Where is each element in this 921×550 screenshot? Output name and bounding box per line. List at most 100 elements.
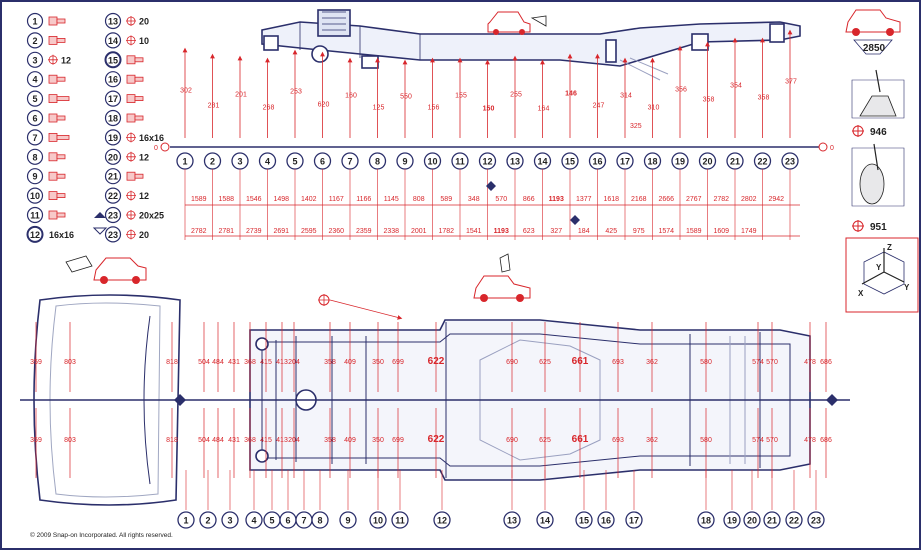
width-dim-label: 570 <box>766 359 778 366</box>
legend-item-8: 8 <box>26 148 66 165</box>
legend-number: 19 <box>108 133 118 143</box>
side-point-number: 7 <box>347 157 352 167</box>
legend-number: 5 <box>32 94 37 104</box>
side-point-number: 11 <box>455 157 465 167</box>
crosshair-lines <box>126 229 136 240</box>
bolt-shank-icon <box>56 193 66 199</box>
bolt-icon <box>48 74 58 84</box>
legend-badge <box>26 206 44 224</box>
legend-badge <box>104 71 122 88</box>
top-point-number: 23 <box>811 516 821 526</box>
dist-row-1-label: 2767 <box>686 196 702 203</box>
width-dim-label: 484 <box>212 437 224 444</box>
top-point-number: 5 <box>269 516 274 526</box>
dist-row-1-label: 1589 <box>191 196 207 203</box>
top-point-number: 10 <box>373 516 383 526</box>
side-point-number: 6 <box>320 157 325 167</box>
datum-right-label: 0 <box>830 145 834 152</box>
bolt-icon <box>48 113 58 123</box>
dist-row-2-label: 1609 <box>713 228 729 235</box>
legend-item-2: 2 <box>26 32 66 49</box>
dist-row-2-label: 2001 <box>411 228 427 235</box>
dist-row-2-label: 327 <box>550 228 562 235</box>
bolt-shank-icon <box>56 18 66 24</box>
triangle-down-icon <box>92 227 108 235</box>
width-dim-label: 625 <box>539 437 551 444</box>
legend-number: 6 <box>32 114 37 124</box>
axis-cube-icon: Z Y X Y <box>845 237 919 313</box>
dist-row-2-label: 2595 <box>301 228 317 235</box>
top-point-badge <box>311 511 329 529</box>
legend-number: 7 <box>32 133 37 143</box>
side-point-number: 21 <box>730 157 740 167</box>
legend-badge <box>104 12 122 30</box>
dist-row-1-label: 1145 <box>384 196 399 203</box>
extra-height-label: 325 <box>630 123 642 130</box>
legend-item-3: 3 12 <box>26 51 71 68</box>
bolt-shank-icon <box>134 96 144 101</box>
side-point-number: 3 <box>237 157 242 167</box>
top-point-badge <box>597 511 615 529</box>
dist-row-1-label: 2666 <box>658 196 674 203</box>
dist-row-1-label: 2782 <box>713 196 729 203</box>
top-point-badge <box>807 511 825 529</box>
legend-badge <box>104 206 122 224</box>
top-point-number: 12 <box>437 516 447 526</box>
top-point-badge <box>391 511 409 529</box>
width-dim-label: 358 <box>324 437 336 444</box>
top-point-badge <box>339 511 357 529</box>
legend-number: 3 <box>32 55 37 65</box>
top-point-number: 2 <box>205 516 210 526</box>
top-point-badge <box>369 511 387 529</box>
width-dim-label: 661 <box>572 356 589 367</box>
side-point-number: 1 <box>182 157 187 167</box>
dist-row-1-label: 589 <box>440 196 452 203</box>
height-dim-label: 255 <box>510 92 522 99</box>
legend-item-10: 10 <box>26 187 66 204</box>
width-dim-label: 204 <box>288 437 300 444</box>
top-point-number: 7 <box>301 516 306 526</box>
top-point-badge <box>625 511 643 529</box>
legend-size: 20 <box>139 230 149 240</box>
dist-row-2-label: 1589 <box>686 228 702 235</box>
crosshair-lines <box>126 151 136 162</box>
datum-marker-icon <box>570 215 580 225</box>
width-dim-label: 415 <box>260 437 272 444</box>
width-dim-label: 409 <box>344 437 356 444</box>
dist-row-1-label: 1193 <box>549 196 564 203</box>
top-point-number: 21 <box>767 516 777 526</box>
axis-z-label: Z <box>887 243 892 252</box>
legend-item-6: 6 <box>26 109 66 127</box>
legend-item-18: 18 <box>104 109 144 127</box>
legend-number: 4 <box>32 75 37 85</box>
width-dim-label: 359 <box>30 359 42 366</box>
height-dim-label: 550 <box>400 94 412 101</box>
width-dim-label: 358 <box>324 359 336 366</box>
dist-row-1-label: 1498 <box>273 196 289 203</box>
top-point-badge <box>433 511 451 529</box>
bolt-icon <box>126 171 136 181</box>
diagonal-crosshair-lines <box>318 294 330 306</box>
bolt-icon <box>126 113 136 123</box>
bolt-icon <box>48 94 58 103</box>
width-dim-label: 580 <box>700 359 712 366</box>
legend-number: 10 <box>30 191 40 201</box>
dist-row-1-label: 570 <box>495 196 507 203</box>
legend-size: 12 <box>61 55 71 65</box>
legend-badge <box>26 148 44 165</box>
top-point-badge <box>723 511 741 529</box>
top-point-badge <box>575 511 593 529</box>
legend-size: 20x25 <box>139 211 164 221</box>
side-point-number: 23 <box>785 157 795 167</box>
width-dim-label: 478 <box>804 359 816 366</box>
width-dim-label: 204 <box>288 359 300 366</box>
legend-item-16: 16 <box>104 71 144 88</box>
height-dim-label: 125 <box>373 105 385 112</box>
top-point-number: 16 <box>601 516 611 526</box>
ref-951-label: 951 <box>870 222 887 233</box>
width-dim-label: 413 <box>276 359 288 366</box>
legend-item-4: 4 <box>26 71 66 88</box>
